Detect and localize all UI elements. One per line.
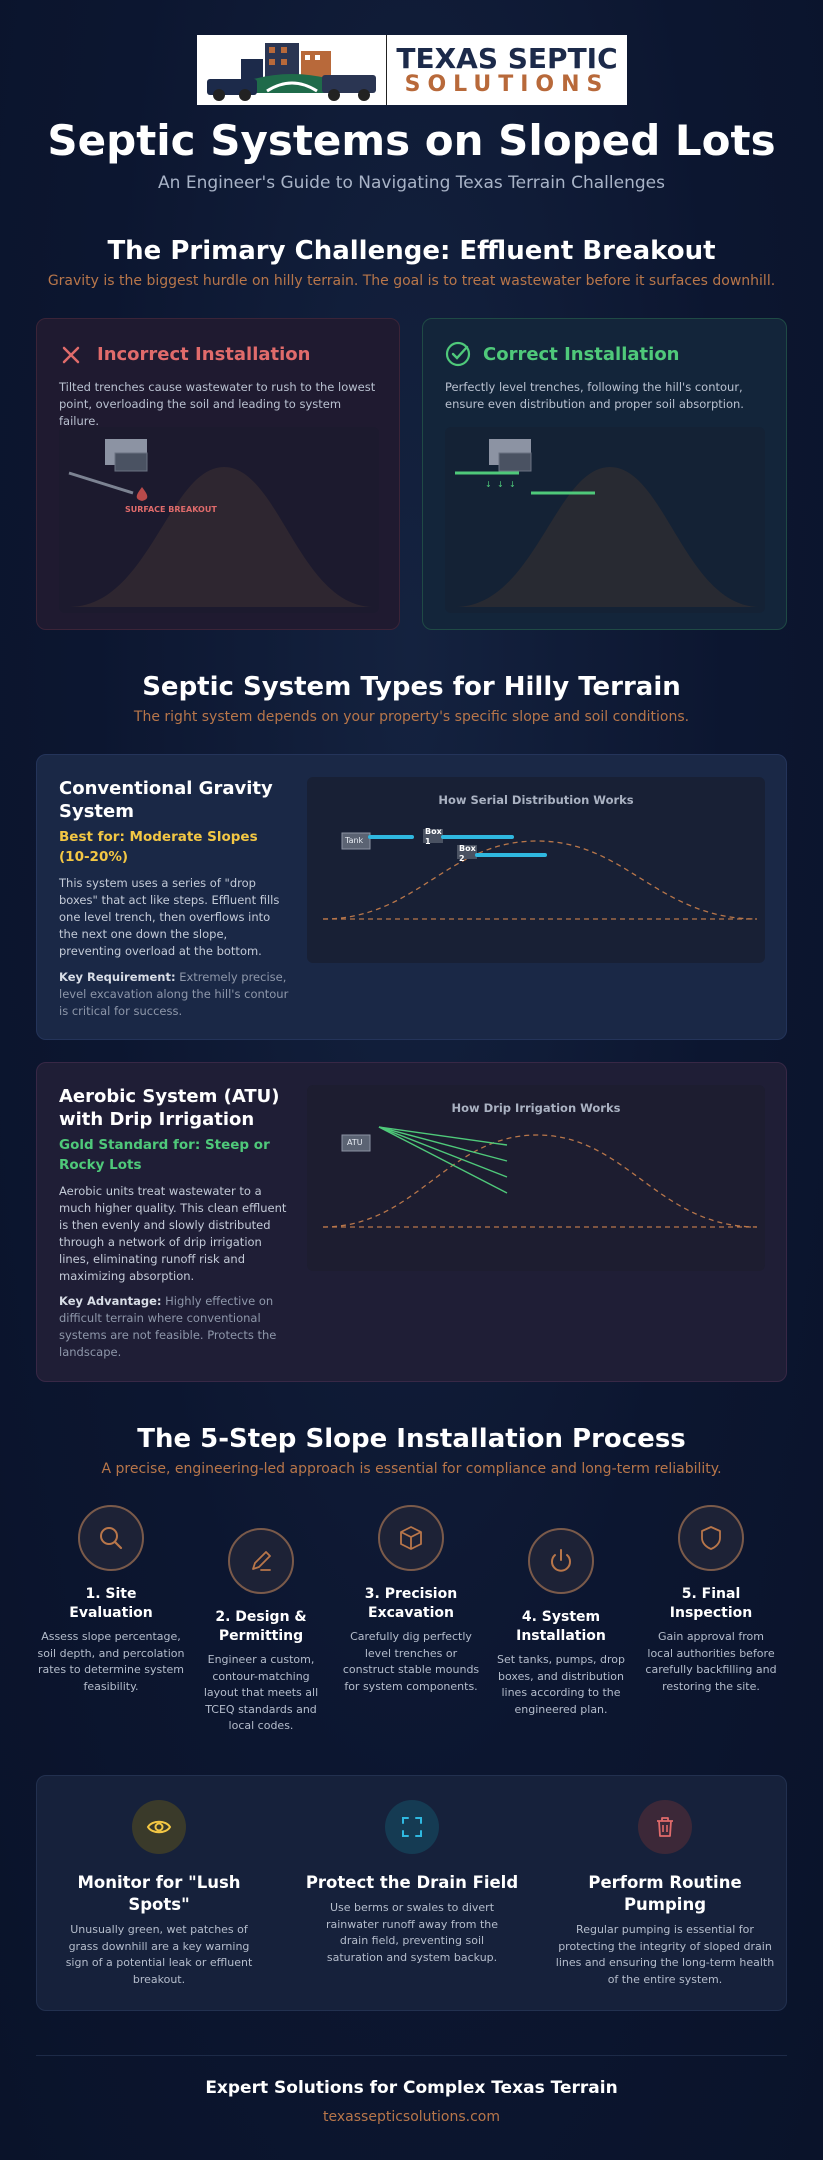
search-icon: [78, 1505, 144, 1571]
tip-title: Monitor for "Lush Spots": [77, 1873, 241, 1914]
aerobic-best-for: Gold Standard for: Steep or Rocky Lots: [59, 1137, 270, 1173]
maintenance-tips-panel: Monitor for "Lush Spots" Unusually green…: [36, 1775, 787, 2011]
drip-diagram-title: How Drip Irrigation Works: [451, 1101, 621, 1115]
footer-title: Expert Solutions for Complex Texas Terra…: [205, 2078, 618, 2098]
pencil-icon: [228, 1528, 294, 1594]
logo-line2: SOLUTIONS: [404, 72, 610, 97]
conventional-system-card: Conventional Gravity System Best for: Mo…: [36, 754, 787, 1040]
page-title: Septic Systems on Sloped Lots: [47, 116, 776, 165]
cube-icon: [378, 1505, 444, 1571]
atu-label: ATU: [347, 1138, 363, 1147]
correct-title: Correct Installation: [483, 344, 680, 365]
correct-desc: Perfectly level trenches, following the …: [445, 380, 744, 411]
process-step-4: 4. System Installation Set tanks, pumps,…: [486, 1528, 636, 1718]
process-step-2: 2. Design & Permitting Engineer a custom…: [186, 1528, 336, 1735]
footer-divider: [36, 2055, 787, 2056]
types-title: Septic System Types for Hilly Terrain: [142, 672, 681, 702]
conventional-best-for: Best for: Moderate Slopes (10-20%): [59, 829, 258, 865]
tip-desc: Use berms or swales to divert rainwater …: [325, 1901, 499, 1964]
company-logo: TEXAS SEPTIC SOLUTIONS: [197, 35, 627, 105]
tip-desc: Unusually green, wet patches of grass do…: [65, 1923, 253, 1986]
incorrect-desc: Tilted trenches cause wastewater to rush…: [59, 380, 376, 428]
svg-text:↓: ↓: [497, 480, 504, 489]
conventional-key-requirement: Key Requirement: Extremely precise, leve…: [59, 970, 289, 1018]
eye-icon: [132, 1800, 186, 1854]
svg-text:↓: ↓: [485, 480, 492, 489]
step-desc: Carefully dig perfectly level trenches o…: [342, 1630, 480, 1693]
tip-desc: Regular pumping is essential for protect…: [555, 1923, 775, 1986]
serial-distribution-diagram: How Serial Distribution Works Tank Box 1…: [307, 777, 765, 963]
surface-breakout-label: SURFACE BREAKOUT: [125, 505, 217, 514]
logo-line1: TEXAS SEPTIC: [396, 42, 618, 75]
shield-icon: [678, 1505, 744, 1571]
step-title: 5. Final Inspection: [669, 1586, 753, 1621]
trash-icon: [638, 1800, 692, 1854]
step-title: 4. System Installation: [516, 1609, 606, 1644]
footer-website-link[interactable]: texassepticsolutions.com: [323, 2109, 500, 2125]
svg-text:↓: ↓: [509, 480, 516, 489]
incorrect-installation-card: Incorrect Installation Tilted trenches c…: [36, 318, 400, 630]
focus-frame-icon: [385, 1800, 439, 1854]
conventional-title: Conventional Gravity System: [59, 778, 273, 822]
process-title: The 5-Step Slope Installation Process: [137, 1424, 686, 1454]
tip-title: Perform Routine Pumping: [588, 1873, 742, 1914]
challenge-subtitle: Gravity is the biggest hurdle on hilly t…: [47, 273, 776, 289]
step-title: 2. Design & Permitting: [215, 1609, 307, 1644]
check-circle-icon: [445, 341, 471, 371]
incorrect-diagram: SURFACE BREAKOUT: [59, 427, 379, 613]
page-subtitle: An Engineer's Guide to Navigating Texas …: [158, 173, 665, 193]
tank-label: Tank: [345, 836, 364, 845]
step-title: 1. Site Evaluation: [69, 1586, 153, 1621]
challenge-title: The Primary Challenge: Effluent Breakout: [107, 236, 716, 266]
correct-diagram: ↓ ↓ ↓: [445, 427, 765, 613]
serial-diagram-title: How Serial Distribution Works: [438, 793, 634, 807]
aerobic-desc: Aerobic units treat wastewater to a much…: [59, 1184, 287, 1283]
conventional-desc: This system uses a series of "drop boxes…: [59, 876, 280, 958]
process-step-3: 3. Precision Excavation Carefully dig pe…: [336, 1505, 486, 1695]
box1-label: Box 1: [425, 827, 442, 846]
drip-irrigation-diagram: How Drip Irrigation Works ATU: [307, 1085, 765, 1271]
aerobic-title: Aerobic System (ATU) with Drip Irrigatio…: [59, 1086, 280, 1130]
box2-label: Box 2: [459, 844, 476, 863]
aerobic-system-card: Aerobic System (ATU) with Drip Irrigatio…: [36, 1062, 787, 1382]
logo-illustration: [197, 35, 387, 105]
types-subtitle: The right system depends on your propert…: [133, 709, 690, 725]
correct-installation-card: Correct Installation Perfectly level tre…: [422, 318, 787, 630]
process-subtitle: A precise, engineering-led approach is e…: [101, 1461, 722, 1477]
x-icon: [59, 343, 83, 371]
incorrect-title: Incorrect Installation: [97, 344, 311, 365]
tip-lush-spots: Monitor for "Lush Spots" Unusually green…: [39, 1800, 279, 1988]
tip-protect-drain-field: Protect the Drain Field Use berms or swa…: [292, 1800, 532, 1966]
process-step-5: 5. Final Inspection Gain approval from l…: [636, 1505, 786, 1695]
step-desc: Engineer a custom, contour-matching layo…: [203, 1653, 319, 1732]
tip-title: Protect the Drain Field: [305, 1873, 519, 1892]
tip-routine-pumping: Perform Routine Pumping Regular pumping …: [545, 1800, 785, 1988]
step-desc: Gain approval from local authorities bef…: [645, 1630, 777, 1693]
aerobic-key-advantage: Key Advantage: Highly effective on diffi…: [59, 1294, 277, 1359]
step-title: 3. Precision Excavation: [364, 1586, 458, 1621]
power-icon: [528, 1528, 594, 1594]
process-step-1: 1. Site Evaluation Assess slope percenta…: [36, 1505, 186, 1695]
step-desc: Assess slope percentage, soil depth, and…: [37, 1630, 185, 1693]
step-desc: Set tanks, pumps, drop boxes, and distri…: [496, 1653, 626, 1716]
